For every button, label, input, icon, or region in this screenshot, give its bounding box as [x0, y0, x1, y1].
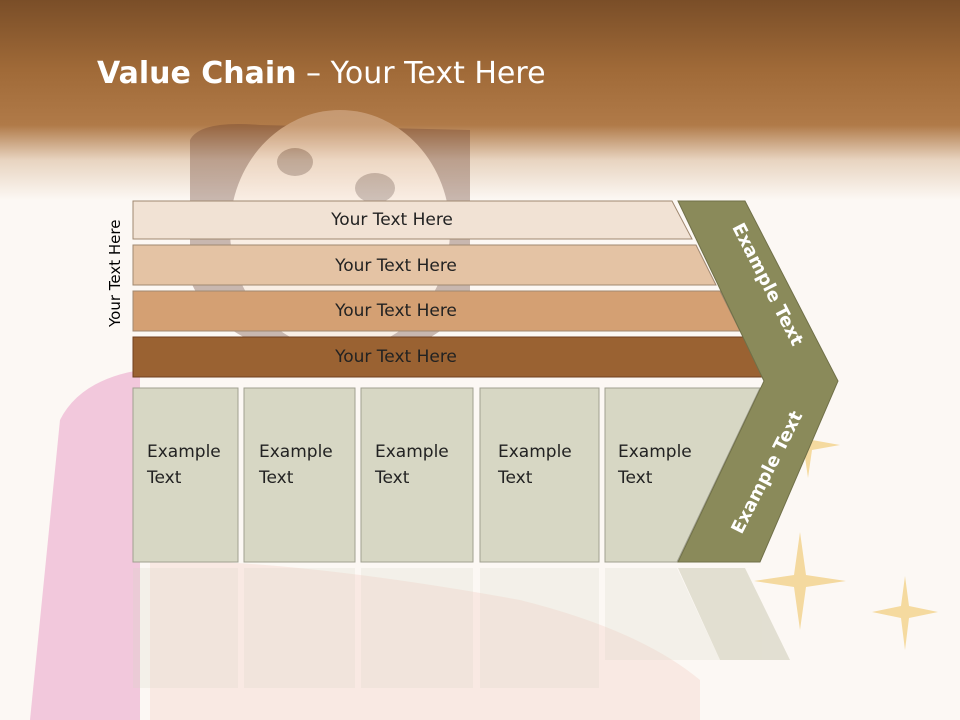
- column-2-line1: Example: [259, 442, 333, 462]
- column-shape-2: [243, 387, 356, 563]
- column-5: Example Text: [604, 387, 724, 563]
- bar-shape-1: [132, 200, 693, 240]
- bar-4-label: Your Text Here: [335, 347, 457, 367]
- bar-3-label: Your Text Here: [335, 301, 457, 321]
- column-4-line2: Text: [498, 468, 533, 488]
- chevron-arrow: [677, 200, 839, 563]
- bar-shape-2: [132, 244, 717, 286]
- column-4: Example Text: [484, 387, 599, 563]
- column-2-line2: Text: [259, 468, 294, 488]
- column-1-line1: Example: [147, 442, 221, 462]
- bar-1-label: Your Text Here: [331, 210, 453, 230]
- bar-2-label: Your Text Here: [335, 256, 457, 276]
- column-5-line2: Text: [618, 468, 653, 488]
- column-shape-5: [604, 387, 761, 563]
- column-1: Example Text: [133, 387, 238, 563]
- column-1-line2: Text: [147, 468, 182, 488]
- column-2: Example Text: [245, 387, 355, 563]
- column-shape-3: [360, 387, 474, 563]
- column-4-line1: Example: [498, 442, 572, 462]
- column-5-line1: Example: [618, 442, 692, 462]
- column-3-line1: Example: [375, 442, 449, 462]
- column-3: Example Text: [361, 387, 473, 563]
- slide-title: Value Chain – Your Text Here: [97, 56, 546, 91]
- column-shape-4: [479, 387, 600, 563]
- column-3-line2: Text: [375, 468, 410, 488]
- title-banner: [0, 0, 960, 200]
- column-shape-1: [132, 387, 239, 563]
